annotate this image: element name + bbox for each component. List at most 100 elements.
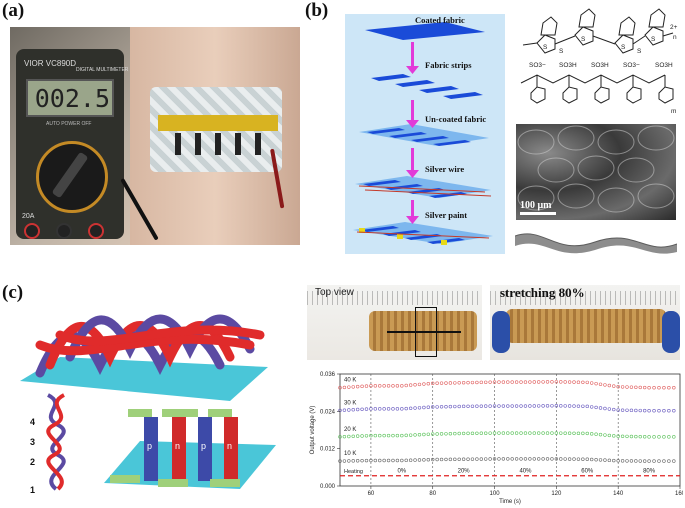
teg-leg	[175, 133, 181, 155]
data-point	[532, 404, 536, 408]
data-point	[466, 380, 470, 385]
data-point	[431, 457, 435, 462]
sulfur-atom: S	[543, 44, 548, 51]
data-point	[492, 457, 497, 461]
data-point	[589, 457, 594, 462]
data-point	[435, 405, 439, 409]
silver-wire-layer	[355, 176, 492, 198]
data-point	[413, 433, 417, 437]
data-point	[510, 431, 514, 435]
data-point	[404, 383, 408, 388]
data-point	[541, 380, 545, 384]
teg-pn-diagram: p n p n	[100, 405, 280, 503]
data-point	[642, 459, 647, 463]
data-point	[620, 459, 625, 463]
data-point	[642, 385, 647, 390]
data-point	[532, 431, 536, 435]
multimeter-arm-photo: VIOR VC890D DIGITAL MULTIMETER 002.5 AUT…	[10, 27, 300, 245]
data-point	[400, 407, 404, 411]
data-point	[550, 380, 554, 384]
data-point	[413, 458, 417, 462]
data-point	[559, 404, 563, 408]
data-point	[369, 384, 373, 388]
data-point	[475, 431, 479, 435]
chemical-structure: S S S S S S 2+ n SO3− SO3H SO3H SO3− SO3…	[515, 5, 680, 123]
data-point	[607, 383, 612, 388]
data-point	[404, 458, 408, 463]
data-point	[470, 380, 475, 385]
data-point	[497, 431, 501, 435]
y-axis-label: Output voltage (V)	[310, 406, 316, 455]
data-point	[497, 457, 501, 461]
knit-structure-svg	[20, 314, 268, 401]
sem-scale-bar	[520, 212, 556, 215]
data-point	[545, 457, 550, 461]
sulfur-atom: S	[651, 36, 656, 43]
data-point	[386, 407, 391, 411]
series-label: 30 K	[344, 400, 356, 406]
data-point	[435, 457, 439, 462]
data-point	[342, 408, 347, 412]
heating-label: Heating	[344, 469, 363, 475]
strand-number: 1	[30, 485, 36, 495]
data-point	[545, 431, 550, 435]
data-point	[501, 457, 506, 461]
data-point	[652, 385, 656, 390]
data-point	[514, 431, 519, 435]
data-point	[638, 385, 642, 390]
series-label: 20 K	[344, 427, 356, 433]
strand-diagram: 4 3 2 1	[28, 385, 83, 497]
data-point	[647, 409, 651, 413]
data-point	[479, 380, 483, 385]
data-point	[435, 381, 439, 385]
data-point	[488, 431, 492, 435]
layer-schematic: Coated fabric Fabric strips Un-coated fa…	[345, 14, 505, 254]
data-point	[488, 457, 492, 461]
x-tick-label: 160	[675, 491, 683, 497]
data-point	[625, 459, 629, 463]
data-point	[567, 404, 572, 408]
data-point	[338, 435, 342, 439]
sulfonate-group: SO3−	[623, 62, 640, 69]
polymer-charge: 2+	[670, 24, 678, 31]
data-point	[629, 459, 634, 463]
x-axis-label: Time (s)	[499, 499, 521, 505]
data-point	[612, 434, 616, 438]
data-point	[484, 404, 488, 408]
data-point	[479, 431, 483, 435]
data-point	[510, 457, 514, 461]
data-point	[391, 433, 395, 438]
data-point	[391, 458, 395, 463]
data-point	[408, 458, 413, 462]
data-point	[652, 409, 656, 413]
data-point	[351, 408, 355, 412]
data-point	[355, 384, 360, 389]
data-point	[550, 431, 554, 435]
data-point	[585, 380, 589, 385]
data-point	[417, 382, 422, 387]
data-point	[448, 381, 453, 385]
data-point	[501, 404, 506, 408]
data-point	[594, 432, 598, 436]
data-point	[620, 434, 625, 439]
data-point	[554, 431, 559, 435]
y-tick-label: 0.000	[320, 484, 336, 490]
data-point	[475, 380, 479, 385]
glove-right	[662, 311, 680, 353]
data-point	[413, 383, 417, 387]
sulfonate-group: SO3H	[559, 62, 577, 69]
data-point	[657, 385, 661, 390]
strain-label: 40%	[519, 469, 532, 475]
data-point	[647, 435, 651, 439]
data-point	[342, 434, 347, 439]
data-point	[484, 380, 488, 384]
data-point	[506, 404, 510, 408]
data-point	[567, 380, 572, 384]
data-point	[444, 381, 448, 385]
data-point	[510, 380, 514, 384]
data-point	[364, 458, 369, 463]
data-point	[672, 435, 676, 439]
data-point	[448, 431, 453, 436]
data-point	[625, 408, 629, 412]
